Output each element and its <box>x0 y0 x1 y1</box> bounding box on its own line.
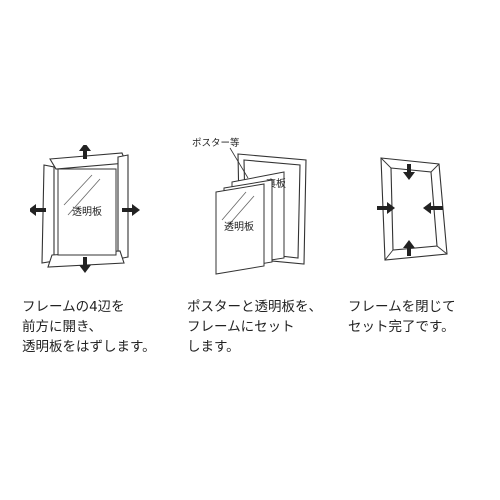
step2-front-label: 透明板 <box>224 220 254 233</box>
step2-caption-line-1: ポスターと透明板を、 <box>187 299 322 315</box>
frame-top-edge <box>49 152 127 170</box>
step1-plate-label: 透明板 <box>72 205 102 218</box>
arrow-up-icon <box>79 145 91 151</box>
arrow-down-icon <box>79 265 91 273</box>
arrow-in-down-icon <box>403 172 415 180</box>
step3-frame-diagram <box>377 157 448 261</box>
arrow-in-right-icon <box>387 202 395 214</box>
step2-frame-diagram: 裏板 透明板 ポスター等 <box>192 137 307 275</box>
step2-caption-line-2: フレームにセット <box>187 319 295 335</box>
frame-right-edge <box>117 154 129 260</box>
front-plate <box>215 183 265 275</box>
step2-poster-callout: ポスター等 <box>192 137 240 149</box>
step2-caption-line-3: します。 <box>187 339 240 355</box>
arrow-left-icon <box>30 204 36 216</box>
step1-frame-diagram: 透明板 <box>30 145 140 273</box>
frame-left-edge <box>41 164 55 264</box>
step3-caption-line-2: セット完了です。 <box>348 319 455 335</box>
arrow-right-icon <box>132 204 140 216</box>
arrow-in-left-icon <box>423 202 431 214</box>
arrow-in-up-icon <box>403 240 415 248</box>
step1-caption: フレームの4辺を 前方に開き、 透明板をはずします。 <box>22 297 156 357</box>
clear-plate <box>57 168 117 256</box>
step1-caption-line-2: 前方に開き、 <box>22 319 103 335</box>
step3-caption: フレームを閉じて セット完了です。 <box>348 297 456 337</box>
step1-caption-line-3: 透明板をはずします。 <box>22 339 156 355</box>
step2-caption: ポスターと透明板を、 フレームにセット します。 <box>187 297 322 357</box>
step3-caption-line-1: フレームを閉じて <box>348 299 456 315</box>
step1-caption-line-1: フレームの4辺を <box>22 299 125 315</box>
